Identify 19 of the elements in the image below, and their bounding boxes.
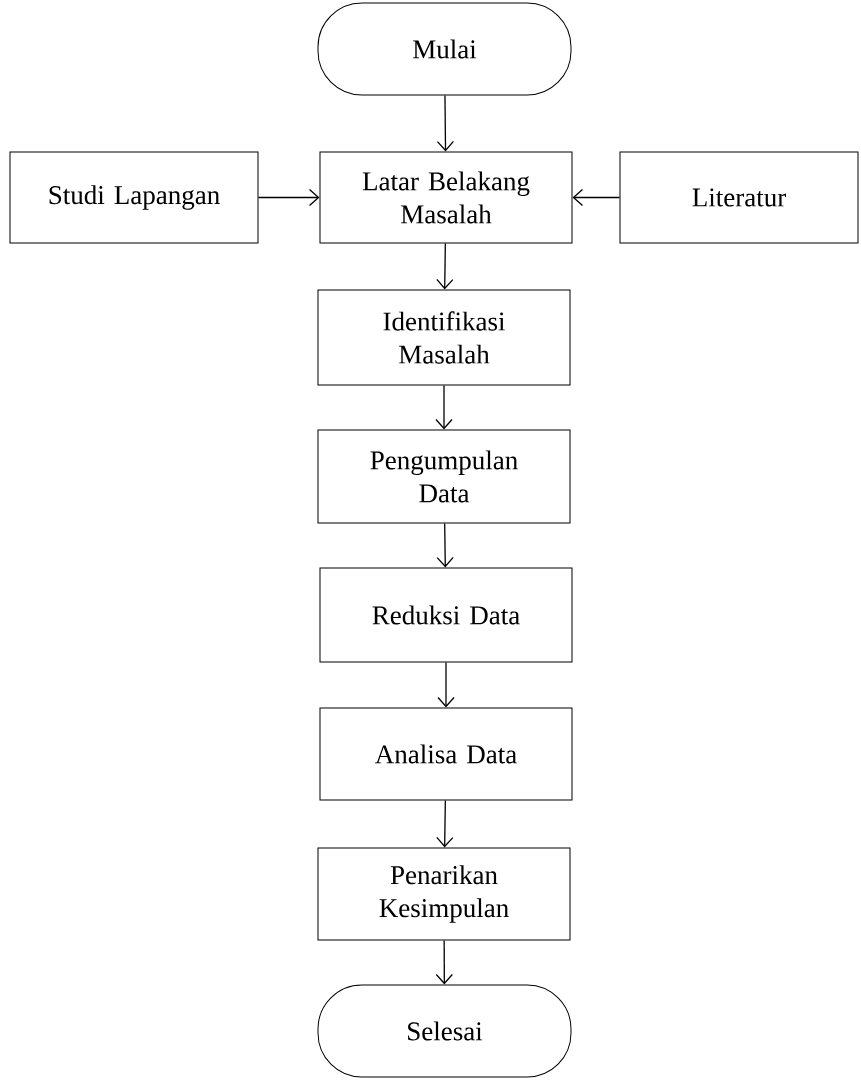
arrow	[435, 384, 453, 430]
process-box: Studi Lapangan	[9, 151, 259, 244]
process-box: Penarikan Kesimpulan	[317, 847, 571, 941]
arrow	[436, 94, 455, 152]
process-box: Latar Belakang Masalah	[319, 151, 573, 244]
process-box: Analisa Data	[319, 707, 573, 801]
arrow	[436, 799, 454, 848]
arrow	[572, 188, 621, 207]
arrow	[436, 242, 454, 290]
terminal: Mulai	[317, 2, 572, 96]
arrow	[436, 522, 454, 568]
arrow	[435, 939, 453, 985]
arrow	[437, 661, 455, 708]
process-box: Literatur	[619, 151, 859, 244]
process-box: Identifikasi Masalah	[317, 289, 571, 386]
process-box: Pengumpulan Data	[317, 429, 571, 524]
arrow	[257, 188, 320, 207]
terminal: Selesai	[317, 984, 572, 1078]
process-box: Reduksi Data	[319, 567, 573, 663]
